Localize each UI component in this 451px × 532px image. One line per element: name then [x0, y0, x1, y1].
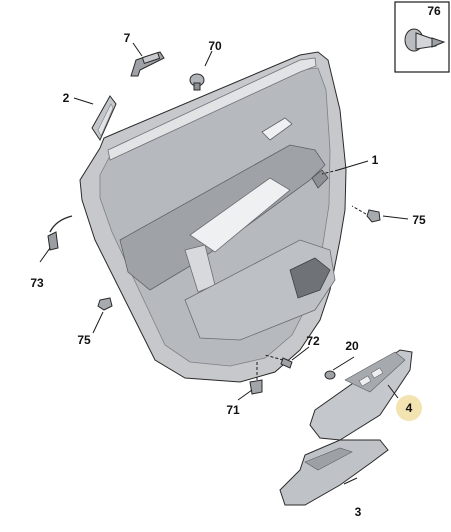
inner-handle: [261, 117, 293, 141]
callout-20: 20: [345, 339, 359, 353]
lock-knob: [311, 169, 329, 189]
inset-box-76: [394, 1, 450, 73]
clip-76-icon: [404, 28, 446, 52]
callout-70: 70: [208, 39, 222, 53]
clip-75b-icon: [97, 297, 113, 311]
bracket-7-icon: [130, 51, 165, 77]
callout-labels: 76 7 70 2 1 75 73 75 72 20 4 71 3: [30, 4, 441, 519]
handle-recess: [189, 177, 291, 253]
clip-75a-icon: [366, 209, 381, 223]
upper-rail: [107, 57, 317, 161]
clip-73-icon: [47, 215, 73, 251]
clip-70-icon: [189, 73, 205, 91]
callout-72: 72: [306, 334, 320, 348]
callout-2: 2: [63, 91, 70, 105]
speaker-grille: [289, 257, 331, 299]
washer-20-icon: [324, 370, 336, 380]
callout-75-right: 75: [412, 213, 426, 227]
map-pocket: [184, 239, 336, 341]
switch-panel-4-icon: [309, 349, 413, 441]
callout-73: 73: [30, 276, 44, 290]
callout-76: 76: [427, 4, 441, 18]
callout-4: 4: [406, 401, 413, 415]
bracket-3-icon: [279, 439, 389, 506]
callout-7: 7: [124, 31, 131, 45]
leader-lines: [39, 42, 409, 485]
screw-72-icon: [280, 357, 293, 369]
cap-2-icon: [91, 95, 117, 142]
callout-1: 1: [372, 153, 379, 167]
callout-75-left: 75: [77, 333, 91, 347]
clip-71-icon: [249, 379, 263, 395]
highlight-circle-4: [396, 395, 422, 421]
door-trim-panel: [79, 51, 347, 383]
callout-71: 71: [226, 403, 240, 417]
callout-3: 3: [355, 505, 362, 519]
